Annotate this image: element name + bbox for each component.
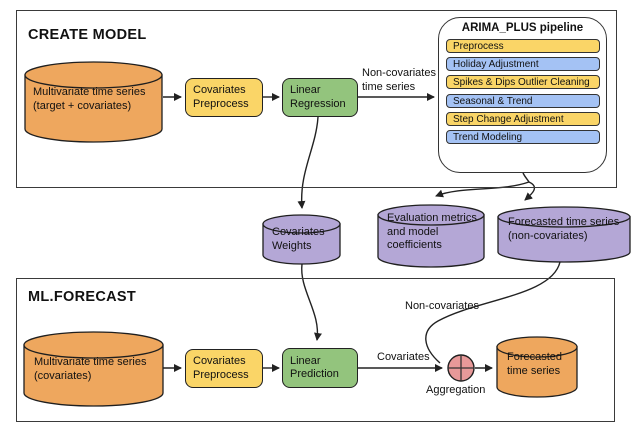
curve-forecast-to-aggregation — [425, 261, 561, 364]
curve-pipeline-stem — [522, 172, 530, 183]
source-cylinder-bottom — [23, 331, 164, 407]
linear-prediction-box: Linear Prediction — [282, 348, 358, 388]
evaluation-metrics-cylinder — [377, 204, 485, 268]
forecast-noncovariates-cylinder — [497, 206, 631, 263]
aggregation-label: Aggregation — [426, 384, 486, 396]
covariates-label: Covariates — [377, 351, 430, 363]
result-cylinder — [496, 336, 578, 398]
pipeline-step-0: Preprocess — [446, 39, 600, 53]
pipeline-step-1: Holiday Adjustment — [446, 57, 600, 72]
pipeline-step-3: Seasonal & Trend Decomposition — [446, 93, 600, 108]
create-model-frame — [16, 10, 617, 188]
evaluation-metrics-label: Evaluation metrics and model coefficient… — [387, 212, 477, 251]
linear-regression-box: Linear Regression — [282, 78, 358, 117]
create-model-title: CREATE MODEL — [28, 27, 147, 43]
source-cylinder-bottom-label: Multivariate time series (covariates) — [34, 356, 147, 382]
result-cylinder-label: Forecasted time series — [507, 351, 563, 377]
covariates-preprocess-box-bottom: Covariates Preprocess — [185, 349, 263, 388]
curve-regression-to-weights — [297, 116, 319, 209]
curve-pipeline-to-forecast — [524, 181, 536, 201]
ml-forecast-frame — [16, 278, 615, 422]
curve-pipeline-to-evaluation — [435, 181, 530, 198]
covariates-weights-label: Covariates Weights — [272, 226, 325, 252]
noncovariates-timeseries-label: Non-covariates time series — [362, 67, 436, 93]
forecast-noncovariates-label: Forecasted time series (non-covariates) — [508, 216, 620, 242]
pipeline-step-4: Step Change Adjustment — [446, 111, 600, 126]
curve-weights-to-prediction — [301, 263, 322, 341]
covariates-weights-cylinder — [262, 214, 341, 265]
pipeline-title: ARIMA_PLUS pipeline — [461, 22, 584, 34]
plus-cross-icon — [448, 355, 474, 381]
noncovariates-label: Non-covariates — [405, 300, 479, 312]
source-cylinder-top — [24, 61, 163, 143]
source-cylinder-top-label: Multivariate time series (target + covar… — [33, 86, 146, 112]
pipeline-step-2: Spikes & Dips Outlier Cleaning — [446, 75, 600, 90]
aggregation-node — [447, 354, 475, 382]
covariates-preprocess-box-top: Covariates Preprocess — [185, 78, 263, 117]
pipeline-step-5: Trend Modeling — [446, 129, 600, 144]
ml-forecast-title: ML.FORECAST — [28, 289, 137, 305]
arrows — [163, 93, 561, 372]
